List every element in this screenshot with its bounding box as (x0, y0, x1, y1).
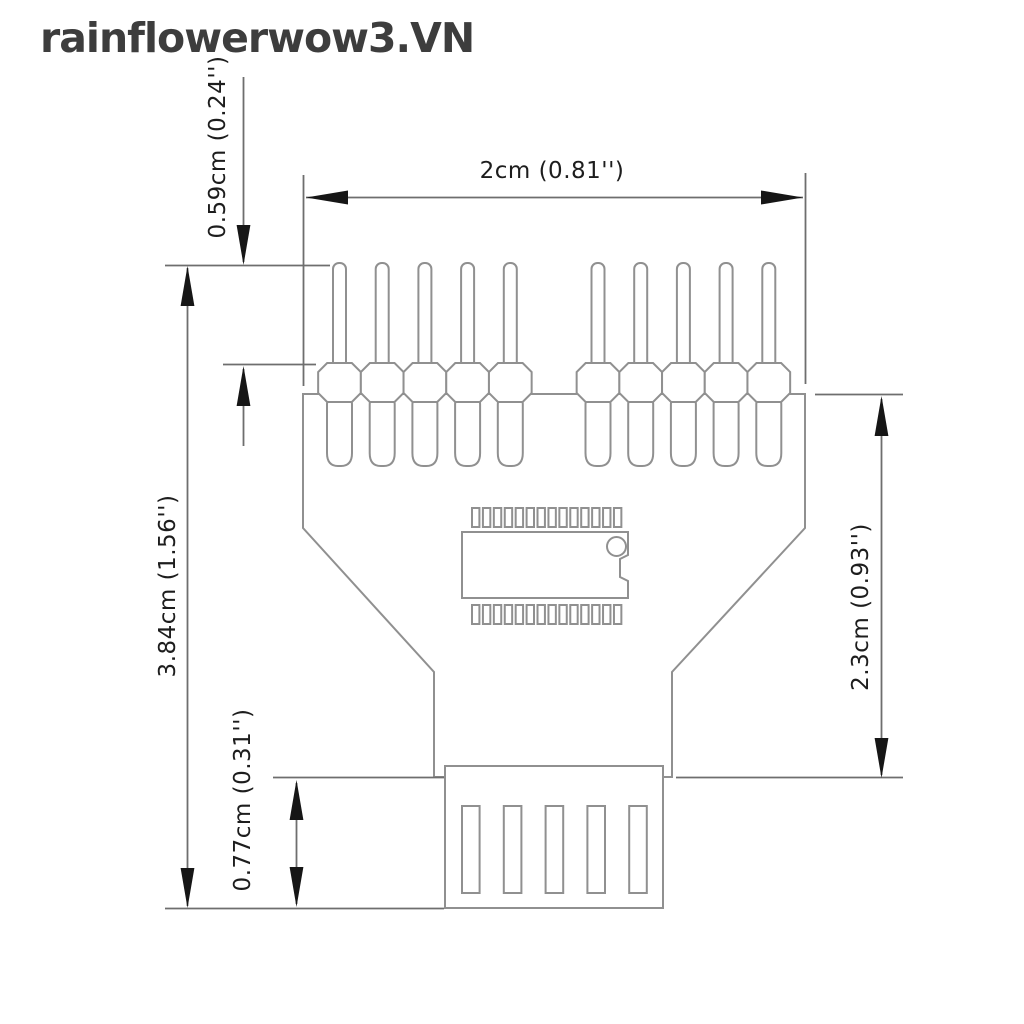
pin-block (487, 362, 533, 403)
ic-pin (525, 604, 535, 625)
ic-pin (547, 604, 557, 625)
dim-label-top-width: 2cm (0.81'') (480, 158, 625, 184)
header-pin (633, 262, 649, 376)
pin-tail (712, 399, 740, 467)
ic-pin (612, 507, 623, 528)
arrowhead-down (180, 868, 195, 908)
pin-block (402, 362, 448, 403)
arrowhead-up (180, 266, 195, 306)
dim-plug-height: 0.77cm (0.31'') (230, 709, 304, 907)
ic-pin (569, 604, 579, 625)
pin-tail (755, 399, 783, 467)
extension-lines (165, 173, 903, 910)
header-pin (590, 262, 606, 376)
arrowhead-right (761, 190, 803, 205)
dim-body-height: 2.3cm (0.93'') (848, 396, 889, 778)
pin-block (618, 362, 664, 403)
ic-pin (514, 507, 525, 528)
ic-pin (602, 604, 612, 625)
arrowhead-down (236, 225, 251, 265)
ic-chip (461, 507, 629, 625)
ic-pin (569, 507, 579, 528)
ic-pin (580, 507, 590, 528)
ic-pin (481, 507, 492, 528)
pin-block (359, 362, 405, 403)
usb-slots (461, 805, 648, 894)
pin-tail (454, 399, 482, 467)
ic-pin (471, 604, 481, 625)
ic-pin (580, 604, 590, 625)
header-pins (332, 262, 777, 376)
arrowhead-up (236, 366, 251, 406)
ic-pin (558, 604, 568, 625)
ic-pin (471, 507, 481, 528)
pin-tail (627, 399, 655, 467)
header-pin (460, 262, 476, 376)
header-pin (374, 262, 390, 376)
arrowhead-up (874, 396, 889, 436)
ic-pin (503, 507, 514, 528)
pin-block (317, 362, 362, 403)
ic-pin (536, 507, 546, 528)
arrowhead-left (306, 190, 348, 205)
ic-pin (536, 604, 546, 625)
pin-block (661, 362, 706, 403)
dim-total-height: 3.84cm (1.56'') (155, 266, 195, 908)
pin-tail (368, 399, 396, 467)
header-pin (502, 262, 518, 376)
dim-label-total-height: 3.84cm (1.56'') (155, 495, 181, 678)
ic-pin (591, 604, 601, 625)
ic-pin (547, 507, 557, 528)
header-pin (332, 262, 347, 376)
ic-pins-top (471, 507, 623, 528)
usb-slot (461, 805, 481, 894)
ic-pin (503, 604, 514, 625)
pin-tail (326, 399, 353, 467)
pin-block (746, 362, 792, 403)
ic-pin (492, 604, 503, 625)
usb-slot (586, 805, 607, 894)
ic-pin (558, 507, 568, 528)
pin-tail (669, 399, 697, 467)
ic-pins-bottom (471, 604, 623, 625)
arrowhead-down (874, 738, 889, 778)
ic-pin (481, 604, 492, 625)
pin-tail (496, 399, 524, 467)
pin-tail (411, 399, 439, 467)
pin-tails (326, 399, 783, 467)
ic-pin (612, 604, 623, 625)
arrowhead-down (289, 867, 304, 907)
ic-body (461, 531, 629, 599)
pin-blocks (317, 362, 792, 403)
header-pin (675, 262, 691, 376)
pin-block (575, 362, 621, 403)
pin-block (703, 362, 749, 403)
usb-slot (544, 805, 565, 894)
usb-slot (628, 805, 648, 894)
pin-tail (584, 399, 612, 467)
ic-pin (514, 604, 525, 625)
arrowhead-up (289, 780, 304, 820)
dim-top-width: 2cm (0.81'') (306, 158, 803, 205)
usb-plug (444, 765, 664, 909)
ic-pin (492, 507, 503, 528)
dim-label-plug-height: 0.77cm (0.31'') (230, 709, 256, 892)
header-pin (417, 262, 433, 376)
header-pin (761, 262, 777, 376)
adapter-body-outline (302, 393, 806, 778)
watermark-text: rainflowerwow3.VN (40, 14, 474, 62)
pin-block (445, 362, 490, 403)
ic-pin (591, 507, 601, 528)
header-pin (718, 262, 734, 376)
dim-pin-height: 0.59cm (0.24'') (205, 56, 251, 446)
ic-pin1-dot (606, 536, 627, 557)
dim-label-pin-height: 0.59cm (0.24'') (205, 56, 231, 239)
dim-label-body-height: 2.3cm (0.93'') (848, 523, 874, 691)
usb-slot (502, 805, 523, 894)
ic-pin (525, 507, 535, 528)
ic-pin (602, 507, 612, 528)
usb-shell (444, 765, 664, 909)
